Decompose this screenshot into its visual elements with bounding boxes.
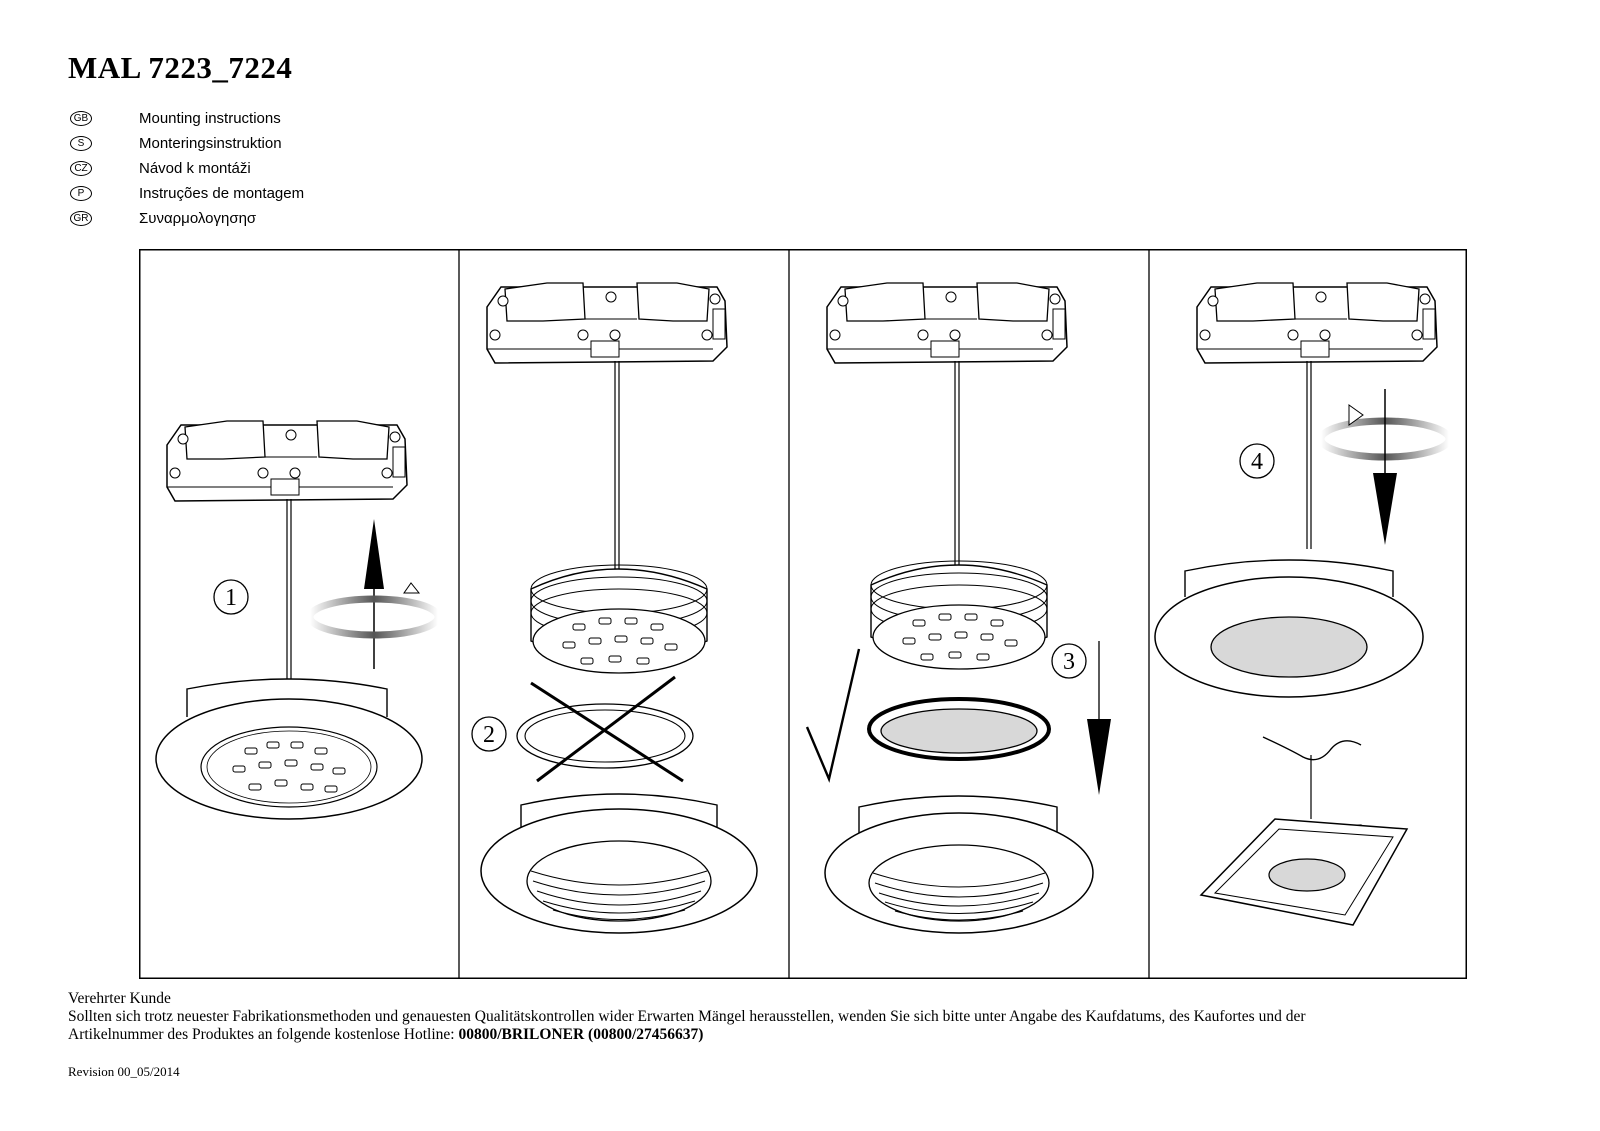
arrow-up-icon <box>364 519 384 669</box>
notice-body-line-2: Artikelnummer des Produktes an folgende … <box>68 1026 1488 1044</box>
cross-icon <box>530 675 684 783</box>
rotate-arrow-icon <box>306 582 442 639</box>
language-badge: GR <box>70 211 92 226</box>
document-title: MAL 7223_7224 <box>68 50 293 85</box>
step-number: 2 <box>483 722 495 748</box>
language-badge: GB <box>70 111 92 126</box>
panel-step-1: 1 <box>155 420 442 820</box>
light-fixture-icon <box>1154 559 1424 698</box>
step-number: 1 <box>225 585 237 611</box>
step-number-circle <box>1051 643 1087 679</box>
customer-notice: Verehrter Kunde Sollten sich trotz neues… <box>68 990 1488 1044</box>
panel-step-4: 4 <box>1154 282 1453 926</box>
driver-box-icon <box>166 420 408 502</box>
step-number-circle <box>213 579 249 615</box>
language-row-gb: GB Mounting instructions <box>70 106 281 131</box>
language-badge: P <box>70 186 92 201</box>
driver-box-icon <box>1196 282 1438 364</box>
arrow-down-icon <box>1373 389 1397 545</box>
gasket-ring-icon <box>516 703 694 769</box>
language-badge: S <box>70 136 92 151</box>
language-label: Návod k montáži <box>139 160 251 177</box>
language-row-gr: GR Συναρμολογησησ <box>70 206 256 231</box>
revision-label: Revision 00_05/2014 <box>68 1064 180 1079</box>
square-fixture-icon <box>1199 818 1409 926</box>
notice-greeting: Verehrter Kunde <box>68 990 171 1007</box>
cable-icon <box>1262 736 1362 761</box>
lens-ring-icon <box>867 697 1051 761</box>
language-list: GB Mounting instructions S Monteringsins… <box>70 106 304 231</box>
driver-box-icon <box>826 282 1068 364</box>
language-badge: CZ <box>70 161 92 176</box>
language-row-cz: CZ Návod k montáži <box>70 156 251 181</box>
notice-body-line-2-text: Artikelnummer des Produktes an folgende … <box>68 1026 459 1043</box>
language-label: Mounting instructions <box>139 110 281 127</box>
step-number-circle <box>1239 443 1275 479</box>
hotline-number: 00800/BRILONER (00800/27456637) <box>458 1026 704 1043</box>
driver-box-icon <box>486 282 728 364</box>
panel-step-2: 2 <box>471 282 758 934</box>
instruction-panels: 1 <box>139 249 1467 979</box>
language-row-s: S Monteringsinstruktion <box>70 131 282 156</box>
led-module-icon <box>530 564 708 674</box>
arrow-down-icon <box>1087 641 1111 795</box>
language-label: Συναρμολογησησ <box>139 210 257 227</box>
step-number: 3 <box>1063 649 1075 675</box>
language-row-p: P Instruções de montagem <box>70 181 304 206</box>
checkmark-icon <box>805 648 861 783</box>
language-label: Monteringsinstruktion <box>139 135 282 152</box>
housing-icon <box>480 793 758 934</box>
language-label: Instruções de montagem <box>139 185 305 202</box>
led-module-icon <box>870 560 1048 670</box>
step-number: 4 <box>1251 449 1263 475</box>
step-number-circle <box>471 716 507 752</box>
panel-step-3: 3 <box>805 282 1111 934</box>
housing-icon <box>824 795 1094 934</box>
light-fixture-icon <box>155 678 423 820</box>
notice-body-line-1: Sollten sich trotz neuester Fabrikations… <box>68 1008 1306 1025</box>
